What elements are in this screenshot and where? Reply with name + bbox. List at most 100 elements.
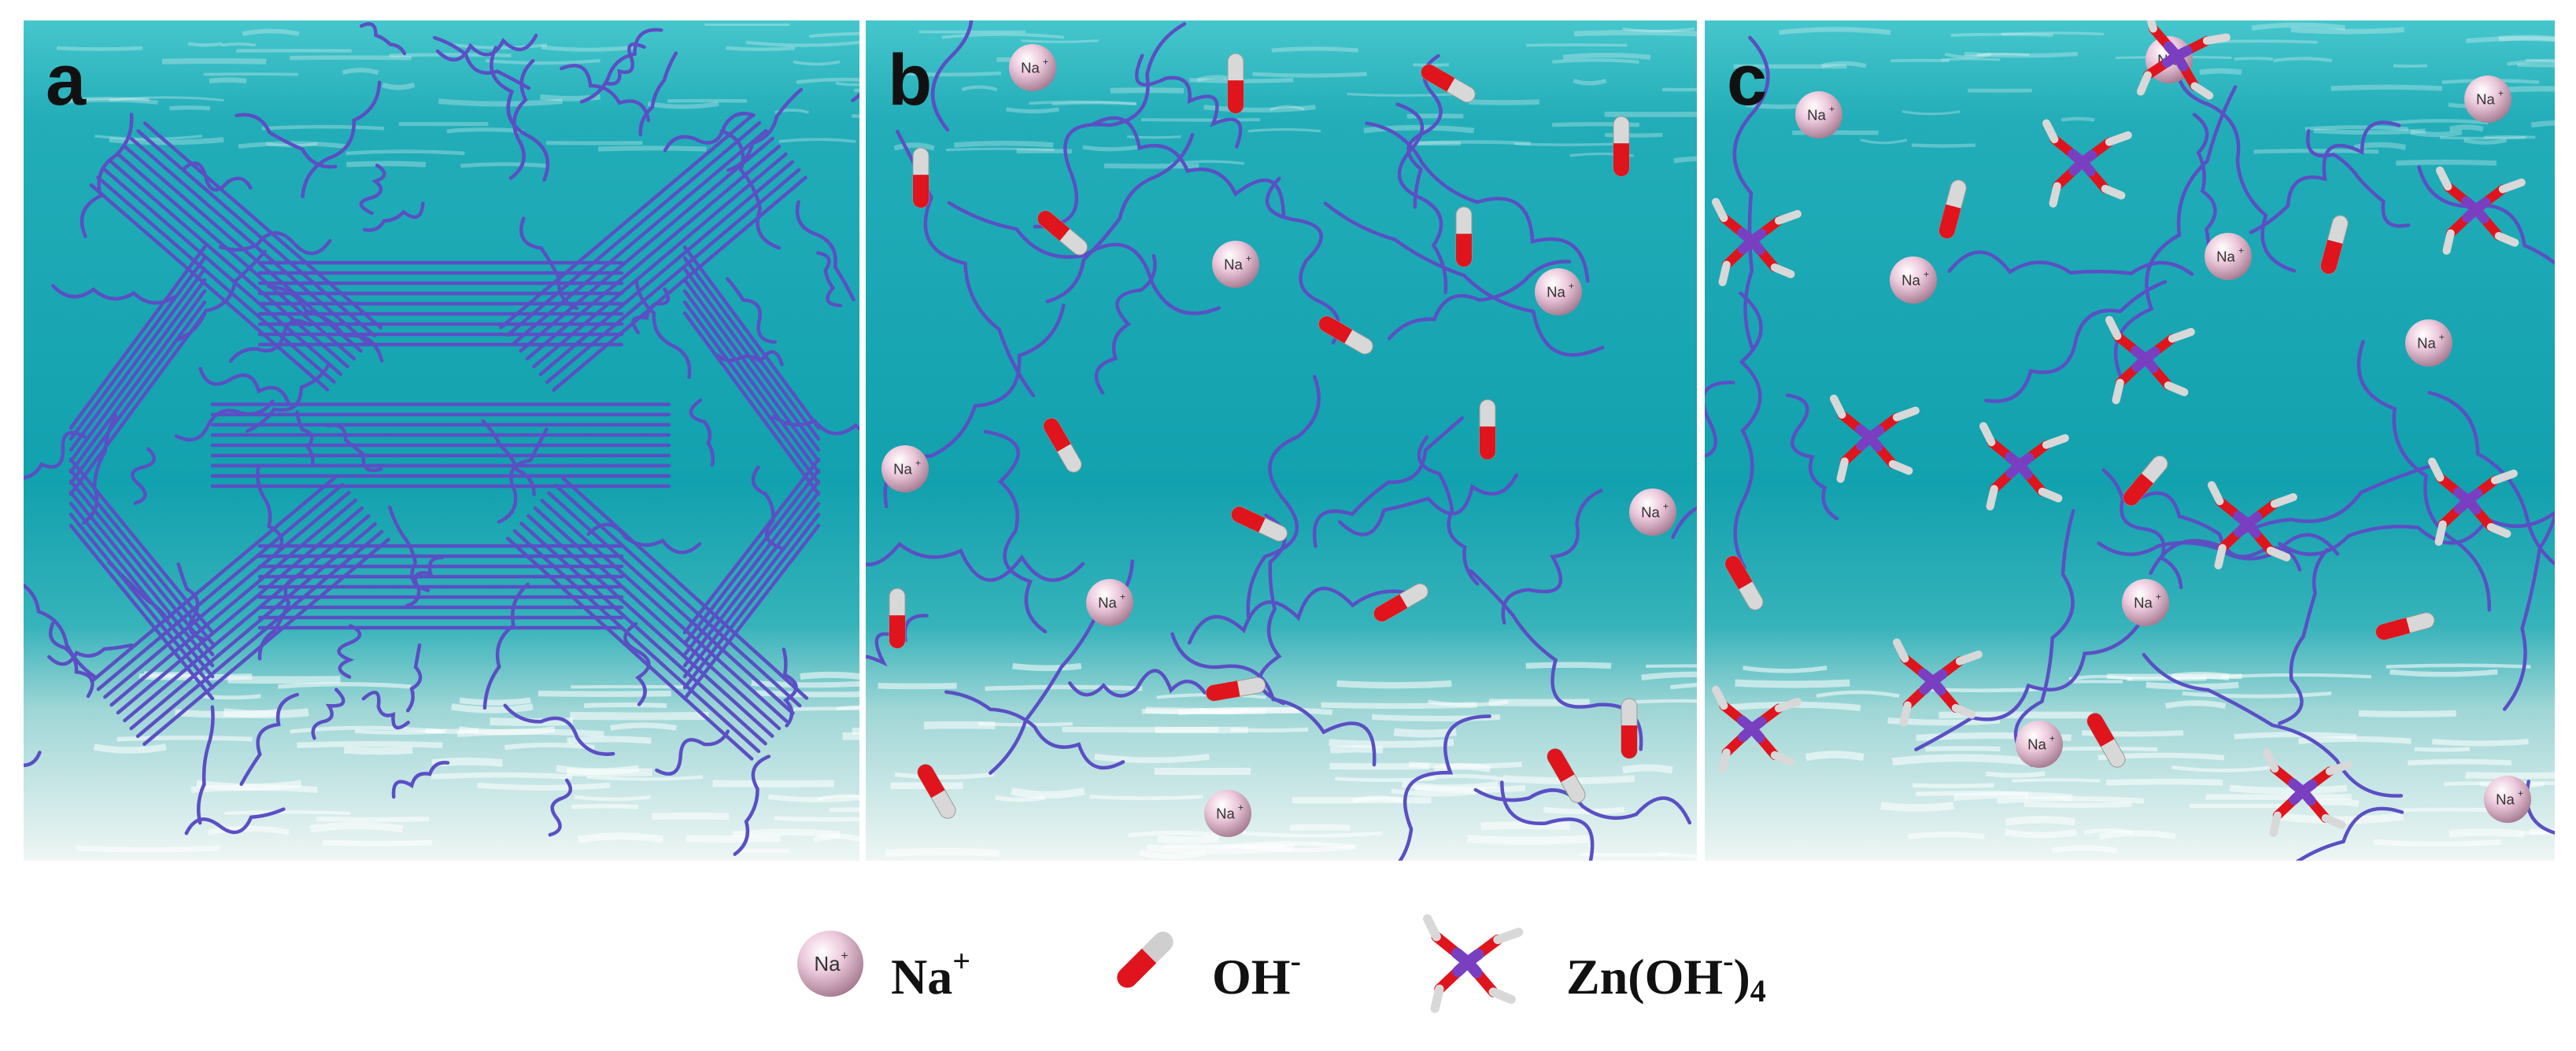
zincate-icon <box>1422 914 1524 1013</box>
sodium-ion-icon: Na+ <box>1629 489 1676 536</box>
legend-zn-sub: 4 <box>1750 973 1766 1009</box>
sodium-ion-icon: Na+ <box>2405 319 2452 367</box>
legend-label-zn: Zn(OH-)4 <box>1566 942 1766 1009</box>
svg-text:+: + <box>1663 500 1669 511</box>
zincate-icon <box>1711 197 1802 286</box>
sodium-ion-icon: Na + <box>1890 256 1937 304</box>
panel-label-c: c <box>1727 40 1768 120</box>
svg-text:+: + <box>2049 732 2055 743</box>
svg-text:Na: Na <box>2134 595 2153 611</box>
panel-label-a: a <box>46 40 87 120</box>
zincate-icon <box>2427 457 2518 546</box>
legend-na-sup: + <box>952 943 971 979</box>
svg-text:Na: Na <box>2476 91 2495 108</box>
hydroxide-icon <box>889 588 906 649</box>
legend-na-base: Na <box>891 949 953 1005</box>
sodium-ion-icon-label: Na <box>814 952 841 975</box>
svg-text:+: + <box>1829 103 1835 114</box>
panel-a-scene <box>24 20 859 861</box>
svg-text:+: + <box>1246 253 1251 264</box>
legend-oh-sup: - <box>1290 943 1301 979</box>
svg-text:+: + <box>2518 787 2523 798</box>
hydroxide-icon <box>2320 215 2349 275</box>
svg-text:Na: Na <box>1021 60 1040 76</box>
hydroxide-icon <box>1227 53 1244 114</box>
water-background <box>866 20 1697 861</box>
hydroxide-icon <box>1205 677 1266 702</box>
svg-text:Na: Na <box>2216 249 2235 265</box>
sodium-ion-icon: Na + <box>1535 268 1582 315</box>
svg-text:+: + <box>2439 331 2445 342</box>
zincate-icon <box>2136 20 2230 100</box>
svg-text:Na: Na <box>1641 504 1660 521</box>
sodium-ion-icon: Na+ <box>1212 241 1259 288</box>
hydroxide-icon <box>1043 418 1082 473</box>
legend-zn-base: Zn(OH <box>1566 949 1724 1005</box>
svg-text:Na: Na <box>1902 272 1920 289</box>
hydroxide-icon <box>1479 399 1496 460</box>
svg-text:Na: Na <box>2027 736 2046 753</box>
zincate-icon <box>2207 481 2297 570</box>
panel-a: a <box>24 20 859 861</box>
zincate-icon <box>2042 119 2132 208</box>
legend-item-na: Na + Na+ <box>787 905 1023 1023</box>
legend-zn-close: ) <box>1733 949 1750 1005</box>
hydroxide-icon <box>2123 455 2168 506</box>
hydroxide-icon <box>1547 748 1586 803</box>
svg-text:+: + <box>1569 280 1574 291</box>
legend-item-oh: OH- <box>1094 905 1409 1023</box>
svg-text:Na: Na <box>1547 284 1565 301</box>
panel-b-scene: Na+Na+Na+Na+Na+Na+Na+ <box>866 20 1697 861</box>
hydroxide-icon <box>1938 179 1967 239</box>
svg-text:Na: Na <box>2417 335 2436 352</box>
svg-text:+: + <box>915 457 921 468</box>
sodium-ion-icon: Na+ <box>2205 233 2252 280</box>
sodium-ion-icon: Na+ <box>2122 579 2169 626</box>
hydroxide-icon <box>1117 931 1173 988</box>
legend-oh-base: OH <box>1212 949 1291 1005</box>
svg-text:Na: Na <box>1224 256 1243 273</box>
zincate-icon <box>1829 394 1920 483</box>
zincate-icon <box>1711 685 1802 774</box>
hydroxide-icon <box>912 147 930 208</box>
legend-label-oh: OH- <box>1212 942 1301 1006</box>
svg-text:+: + <box>1120 591 1125 602</box>
hydroxide-icon <box>1613 116 1630 177</box>
hydroxide-icon <box>1621 698 1638 759</box>
svg-text:+: + <box>1924 268 1929 279</box>
water-background <box>24 20 859 861</box>
svg-text:+: + <box>2238 245 2244 256</box>
zincate-icon <box>2262 748 2352 837</box>
legend-item-zn: Zn(OH-)4 <box>1401 905 1842 1023</box>
sodium-ion-icon: Na+ <box>2464 76 2511 123</box>
legend-zn-sup: - <box>1723 943 1734 979</box>
hydroxide-icon <box>2086 713 2126 768</box>
polymer-chains <box>24 22 859 857</box>
legend-label-na: Na+ <box>891 942 970 1006</box>
sodium-ion-icon: Na+ <box>1009 44 1056 91</box>
svg-text:Na: Na <box>2496 791 2515 808</box>
sodium-ion-icon: Na+ <box>1795 91 1842 138</box>
svg-text:Na: Na <box>1216 806 1235 822</box>
zincate-icon <box>2435 166 2526 255</box>
svg-text:Na: Na <box>1807 107 1826 124</box>
svg-text:+: + <box>1043 56 1048 67</box>
svg-text:Na: Na <box>893 461 912 478</box>
zincate-icon <box>1892 638 1983 727</box>
svg-text:+: + <box>1238 802 1244 813</box>
sodium-ion-icon-charge: + <box>841 950 848 963</box>
sodium-ion-icon: Na+ <box>1204 790 1251 837</box>
panel-c: Na+Na+Na+Na+Na+Na+Na+Na+Na+ c <box>1705 20 2555 861</box>
hydroxide-icon <box>1037 210 1088 256</box>
zincate-icon <box>2105 315 2195 404</box>
sodium-ion-icon: Na + <box>797 931 863 997</box>
hydroxide-icon <box>917 764 956 819</box>
hydroxide-icon <box>1318 315 1373 355</box>
panel-b: Na+Na+Na+Na+Na+Na+Na+ b <box>866 20 1697 861</box>
water-background <box>1705 20 2555 861</box>
svg-text:+: + <box>2498 87 2504 98</box>
hydroxide-icon <box>1373 583 1428 622</box>
polymer-chains <box>866 20 1697 861</box>
hydroxide-icon <box>2375 612 2435 640</box>
hydroxide-icon <box>1231 506 1288 542</box>
